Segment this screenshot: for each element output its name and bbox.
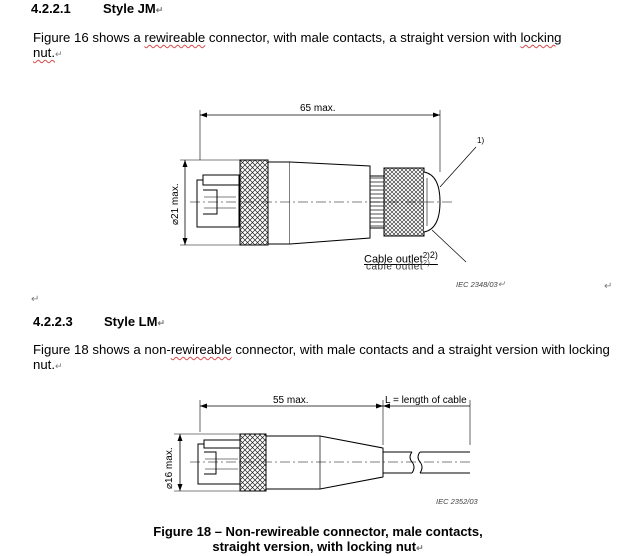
cable-length-label: L = length of cable: [385, 395, 467, 406]
figure16-reference: IEC 2348/03↵: [456, 279, 505, 290]
section-title-style-jm: Style JM↵: [103, 1, 163, 16]
cable-outlet-note: 2): [422, 251, 430, 260]
caption-line1: Figure 18 – Non-rewireable connector, ma…: [153, 524, 483, 539]
figure16-connector-drawing: 65 max. ⌀21 max. 1): [170, 103, 484, 263]
section-title-text: Style LM: [104, 314, 158, 329]
section-title-text: Style JM: [103, 1, 156, 16]
text-run: connector, with male contacts, a straigh…: [205, 30, 521, 45]
paragraph-mark: ↵: [157, 318, 166, 328]
paragraph-figure16-line1: Figure 16 shows a rewireable connector, …: [33, 30, 562, 46]
connector-jm: [196, 159, 441, 246]
spellcheck-word: locking: [520, 30, 562, 45]
cable-outlet-ghost-note: 2): [423, 260, 431, 267]
cable-outlet-note-repeat: 2): [429, 250, 438, 260]
callout-leader: [439, 146, 477, 188]
paragraph-mark: ↵: [55, 361, 63, 371]
dimension-length-label: 55 max.: [273, 395, 309, 406]
paragraph-figure18-line2: nut.↵: [33, 357, 63, 374]
paragraph-figure16-line2: nut.↵: [33, 45, 63, 62]
spellcheck-word: rewireable: [144, 30, 206, 45]
dimension-diameter-label: ⌀16 max.: [164, 447, 175, 489]
figure18-caption: Figure 18 – Non-rewireable connector, ma…: [0, 524, 636, 556]
cable-outlet-label: Cable outlet2)2): [364, 250, 438, 266]
arrow-mark-left: ↵: [31, 294, 40, 305]
figure16-reference-text: IEC 2348/03: [456, 280, 498, 289]
section-number-4221: 4.2.2.1: [31, 1, 71, 16]
section-number-4223: 4.2.2.3: [33, 314, 73, 329]
connector-lm: [197, 433, 470, 492]
paragraph-figure18-line1: Figure 18 shows a non-rewireable connect…: [33, 342, 610, 358]
dimension-diameter-16: [174, 433, 240, 492]
spellcheck-word: rewireable: [170, 342, 232, 357]
dimension-length-55: [199, 400, 384, 445]
dimension-diameter-label: ⌀21 max.: [170, 183, 181, 225]
cable-outlet-ghost-label: cable outlet2): [366, 260, 430, 272]
cable-outlet-ghost-text: cable outlet: [366, 261, 424, 273]
section-title-style-lm: Style LM↵: [104, 314, 165, 329]
callout-1-label: 1): [477, 136, 484, 145]
dimension-length-label: 65 max.: [300, 103, 336, 114]
paragraph-mark: ↵: [55, 49, 63, 59]
text-run: Figure 18 shows a non-: [33, 342, 171, 357]
text-run: connector, with male contacts and a stra…: [231, 342, 610, 357]
arrow-mark-right: ↵: [604, 281, 613, 292]
dimension-length-65: [199, 110, 441, 172]
paragraph-mark: ↵: [155, 5, 164, 15]
caption-line2-text: straight version, with locking nut: [212, 539, 417, 554]
dimension-diameter-21: [180, 159, 240, 246]
cable-outlet-text: Cable outlet: [364, 253, 423, 266]
caption-line2: straight version, with locking nut↵: [0, 539, 636, 556]
text-run: Figure 16 shows a: [33, 30, 145, 45]
dimension-cable-length: [383, 400, 471, 445]
text-run: nut.: [33, 357, 55, 372]
paragraph-mark: ↵: [416, 543, 424, 553]
figure18-reference: IEC 2352/03: [436, 497, 478, 506]
paragraph-mark: ↵: [497, 279, 506, 289]
spellcheck-word: nut.: [33, 45, 55, 60]
cable-outlet-leader: [431, 229, 467, 263]
